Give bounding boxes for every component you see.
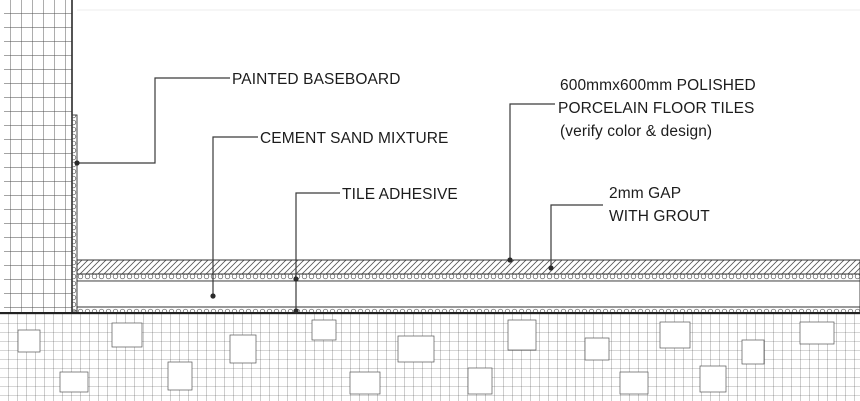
label-floor-tiles-line3: (verify color & design) xyxy=(560,123,712,140)
floor-tile-layer xyxy=(76,259,860,275)
wall xyxy=(4,0,860,313)
label-floor-tiles-line2: PORCELAIN FLOOR TILES xyxy=(558,100,754,117)
painted-baseboard-strip xyxy=(71,114,78,312)
leader-grout xyxy=(548,204,603,271)
label-tile-adhesive: TILE ADHESIVE xyxy=(342,186,458,203)
label-grout-line1: 2mm GAP xyxy=(609,185,681,202)
cement-sand-mixture-layer xyxy=(76,280,860,308)
tile-adhesive-layer xyxy=(76,273,860,282)
leader-tile-adhesive xyxy=(293,192,340,314)
leader-painted-baseboard xyxy=(74,77,230,166)
label-floor-tiles-line1: 600mmx600mm POLISHED xyxy=(560,77,756,94)
leader-floor-tiles xyxy=(507,103,555,263)
concrete-slab xyxy=(0,312,860,401)
leader-cement-sand-mixture xyxy=(210,136,258,299)
label-cement-sand-mixture: CEMENT SAND MIXTURE xyxy=(260,130,449,147)
label-grout-line2: WITH GROUT xyxy=(609,208,710,225)
label-painted-baseboard: PAINTED BASEBOARD xyxy=(232,71,401,88)
